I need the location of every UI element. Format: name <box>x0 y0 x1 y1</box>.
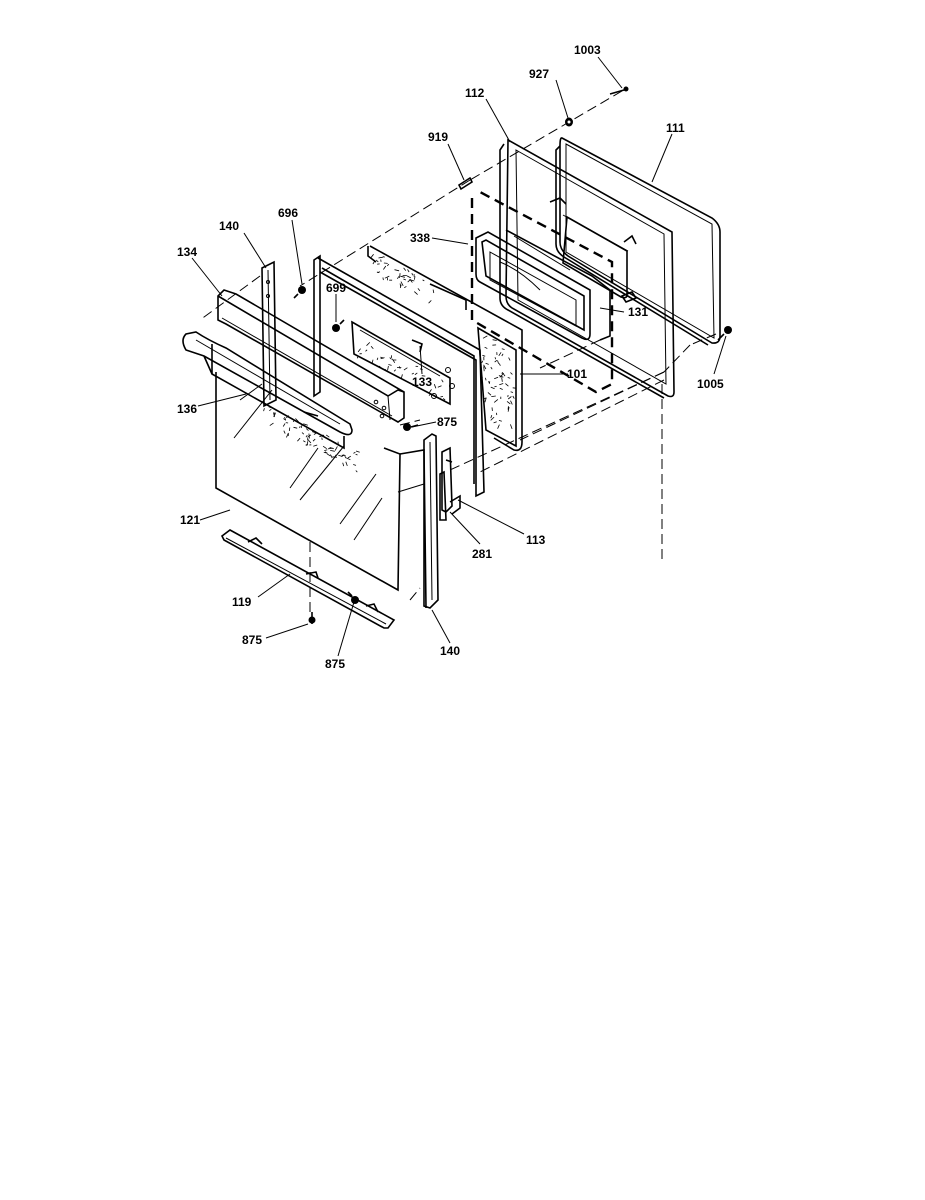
label-281: 281 <box>472 547 492 561</box>
label-101: 101 <box>567 367 587 381</box>
window-pack-outline-338 <box>470 190 614 394</box>
bottom-trim-119 <box>220 529 396 629</box>
label-134: 134 <box>177 245 197 259</box>
label-133: 133 <box>412 375 432 389</box>
outer-door-glass-121 <box>215 372 427 609</box>
assembly-guide-lines <box>199 90 717 612</box>
leader-lines <box>191 56 727 657</box>
label-927: 927 <box>529 67 549 81</box>
nut-927-icon <box>565 117 573 127</box>
side-trim-140-right <box>423 433 439 609</box>
insulation-panel-101 <box>356 245 523 452</box>
screw-875-bottom-right-icon <box>347 591 359 604</box>
label-131: 131 <box>628 305 648 319</box>
screw-875-top-icon <box>403 423 419 431</box>
door-handle-136 <box>182 331 353 450</box>
window-frame-131 <box>475 229 611 341</box>
label-136: 136 <box>177 402 197 416</box>
screw-1005-icon <box>717 326 732 341</box>
label-875-bottom: 875 <box>325 657 345 671</box>
outer-door-panel-111 <box>555 137 721 346</box>
label-111: 111 <box>666 121 685 135</box>
label-119: 119 <box>232 595 252 609</box>
fasteners <box>293 86 732 624</box>
label-1005: 1005 <box>697 377 724 391</box>
label-1003: 1003 <box>574 43 601 57</box>
pin-919-icon <box>457 176 474 191</box>
label-875-top: 875 <box>437 415 457 429</box>
label-112: 112 <box>465 86 485 100</box>
label-121: 121 <box>180 513 200 527</box>
label-338: 338 <box>410 231 430 245</box>
label-875-left: 875 <box>242 633 262 647</box>
hinge-281 <box>439 446 461 521</box>
label-696: 696 <box>278 206 298 220</box>
label-699: 699 <box>326 281 346 295</box>
insulation-texture <box>356 253 516 430</box>
vent-trim-134 <box>217 289 405 423</box>
screw-875-bottom-left-icon <box>308 612 316 624</box>
screw-1003-icon <box>609 86 629 95</box>
label-140-top: 140 <box>219 219 239 233</box>
screw-699-icon <box>332 319 345 332</box>
label-919: 919 <box>428 130 448 144</box>
door-liner-112 <box>499 138 675 399</box>
label-140-bottom: 140 <box>440 644 460 658</box>
glass-texture <box>263 406 360 473</box>
part-labels: 1003 927 112 111 919 140 696 338 134 699… <box>177 43 724 671</box>
screw-696-icon <box>293 286 306 299</box>
label-113: 113 <box>526 533 546 547</box>
inner-door-frame-113 <box>313 254 485 498</box>
side-trim-140-left <box>261 260 277 408</box>
